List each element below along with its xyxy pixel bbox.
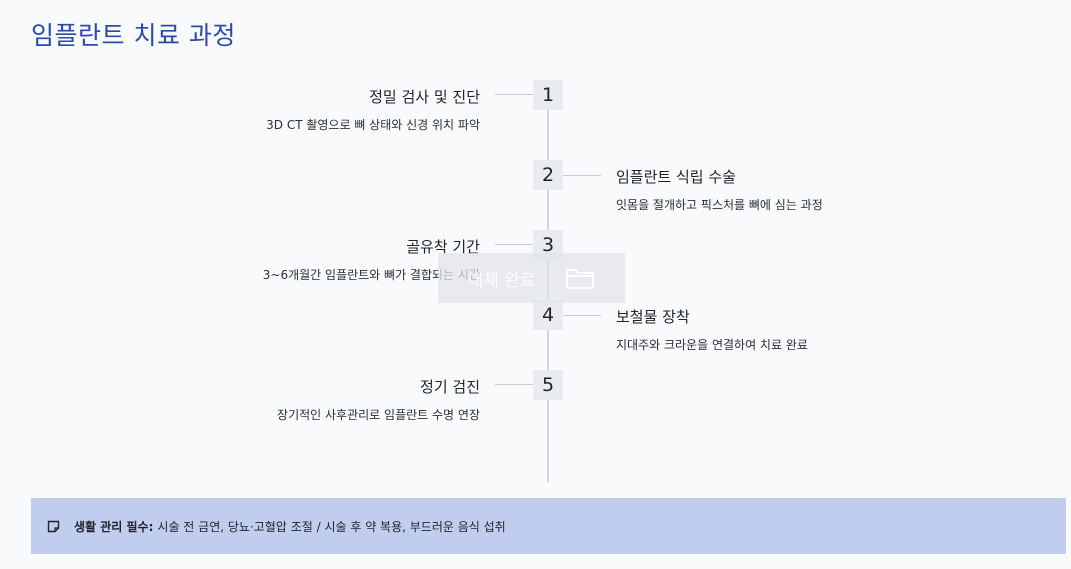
step-connector bbox=[495, 384, 533, 385]
step-number-1: 1 bbox=[533, 80, 563, 110]
folder-icon bbox=[566, 269, 595, 289]
step-number-2: 2 bbox=[533, 160, 563, 190]
step-description-3: 3~6개월간 임플란트와 뼈가 결합되는 시간 bbox=[262, 268, 480, 282]
step-title-3: 골유착 기간 bbox=[406, 238, 480, 256]
care-note-text: 시술 전 금연, 당뇨·고혈압 조절 / 시술 후 약 복용, 부드러운 음식 … bbox=[157, 519, 506, 534]
step-number-4: 4 bbox=[533, 300, 563, 330]
step-connector bbox=[495, 94, 533, 95]
care-note-label: 생활 관리 필수: bbox=[74, 519, 154, 534]
page-title: 임플란트 치료 과정 bbox=[31, 21, 236, 50]
step-description-1: 3D CT 촬영으로 뼈 상태와 신경 위치 파악 bbox=[266, 118, 480, 132]
step-number-5: 5 bbox=[533, 370, 563, 400]
step-description-5: 장기적인 사후관리로 임플란트 수명 연장 bbox=[277, 408, 480, 422]
replace-complete-toast: 대체 완료 bbox=[438, 253, 625, 303]
step-description-2: 잇몸을 절개하고 픽스처를 뼈에 심는 과정 bbox=[616, 198, 823, 212]
step-title-5: 정기 검진 bbox=[420, 378, 480, 396]
care-note-bar: 생활 관리 필수: 시술 전 금연, 당뇨·고혈압 조절 / 시술 후 약 복용… bbox=[31, 498, 1066, 554]
toast-text: 대체 완료 bbox=[467, 270, 536, 291]
step-title-1: 정밀 검사 및 진단 bbox=[369, 88, 480, 106]
step-connector bbox=[495, 244, 533, 245]
note-icon bbox=[47, 520, 60, 532]
step-description-4: 지대주와 크라운을 연결하여 치료 완료 bbox=[616, 338, 808, 352]
step-connector bbox=[563, 315, 601, 316]
step-connector bbox=[563, 175, 601, 176]
step-title-2: 임플란트 식립 수술 bbox=[616, 168, 736, 186]
step-title-4: 보철물 장착 bbox=[616, 308, 690, 326]
